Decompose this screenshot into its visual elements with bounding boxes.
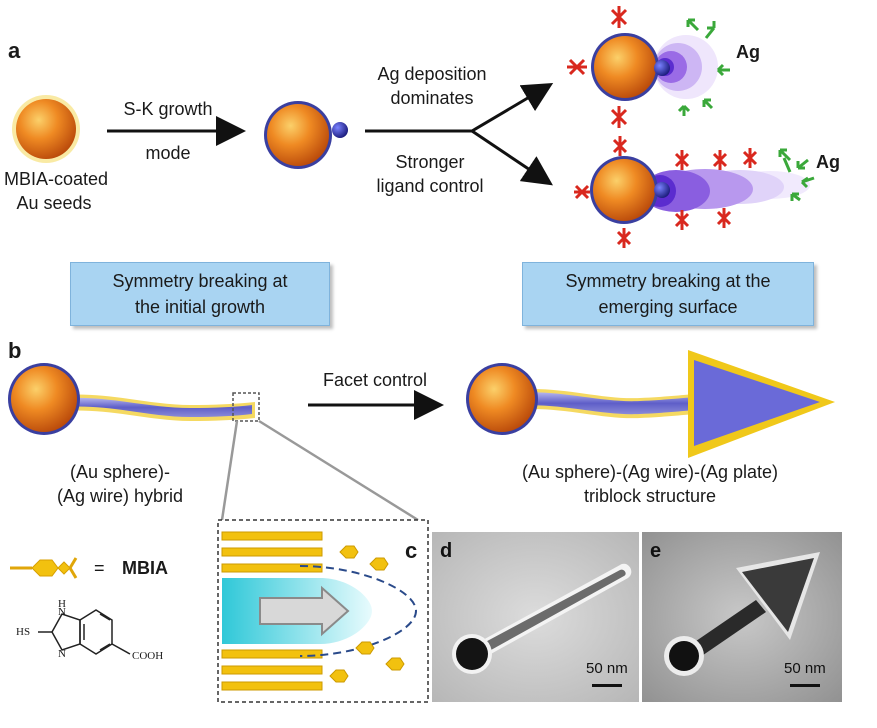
mbia-chemical-structure	[38, 609, 131, 655]
panel-label-c: c	[405, 538, 418, 563]
triblock-label: (Au sphere)-(Ag wire)-(Ag plate) tribloc…	[470, 460, 830, 508]
hybrid-label-line1: (Au sphere)-	[69, 462, 171, 482]
ag-deposition-particle	[591, 33, 718, 101]
panel-label-e: e	[650, 540, 662, 562]
upper-branch-label: Ag deposition dominates	[362, 62, 502, 110]
seed-label-line1: MBIA-coated	[4, 169, 109, 189]
triblock-structure	[466, 350, 835, 458]
scale-bar-e	[790, 684, 820, 687]
triblock-label-line2: triblock structure	[583, 486, 717, 506]
au-seed-particle	[12, 95, 80, 163]
lower-branch-line2: ligand control	[376, 176, 484, 196]
facet-control-label: Facet control	[322, 370, 428, 390]
scale-label-d: 50 nm	[586, 660, 628, 677]
chem-cooh: COOH	[132, 650, 164, 662]
ligand-controlled-particle	[590, 156, 810, 224]
box-left-line2: the initial growth	[134, 297, 266, 317]
triblock-label-line1: (Au sphere)-(Ag wire)-(Ag plate)	[521, 462, 779, 482]
box-right-line1: Symmetry breaking at the	[565, 271, 771, 291]
legend-mbia-name: MBIA	[122, 558, 168, 578]
scale-bar-d	[592, 684, 622, 687]
lower-branch-label: Stronger ligand control	[360, 150, 500, 198]
ag-label-upper: Ag	[736, 42, 760, 62]
panel-label-d: d	[440, 540, 453, 562]
box-left-line1: Symmetry breaking at	[112, 271, 288, 291]
legend-equals: =	[94, 558, 105, 578]
seed-label-line2: Au seeds	[16, 193, 92, 213]
chem-n1: N	[58, 606, 66, 618]
label-box-emerging-surface: Symmetry breaking at the emerging surfac…	[522, 262, 814, 326]
mbia-ligand-icon	[10, 557, 78, 579]
sk-growth-label-bottom: mode	[145, 143, 191, 163]
box-right-line2: emerging surface	[598, 297, 738, 317]
branch-arrows	[365, 82, 554, 186]
ligand-markers-lower	[574, 136, 758, 248]
upper-branch-line2: dominates	[390, 88, 474, 108]
scale-label-e: 50 nm	[784, 660, 826, 677]
ligand-binding-schematic	[217, 519, 429, 703]
lower-branch-line1: Stronger	[395, 152, 465, 172]
panel-label-a: a	[8, 38, 21, 63]
label-box-initial-growth: Symmetry breaking at the initial growth	[70, 262, 330, 326]
chem-h: H	[58, 598, 66, 610]
seed-label: MBIA-coated Au seeds	[4, 167, 109, 215]
tem-image-e	[642, 532, 842, 702]
zoom-lines	[220, 419, 419, 522]
ag-flux-arrows-lower	[778, 148, 815, 202]
ag-flux-arrows-upper	[677, 18, 730, 116]
seed-with-ag-nucleus	[264, 101, 348, 169]
hybrid-label: (Au sphere)- (Ag wire) hybrid	[20, 460, 220, 508]
au-sphere-ag-wire-hybrid	[8, 363, 255, 435]
hybrid-label-line2: (Ag wire) hybrid	[56, 486, 184, 506]
ag-label-lower: Ag	[816, 152, 840, 172]
sk-growth-label-top: S-K growth	[123, 99, 213, 119]
chem-n2: N	[58, 648, 66, 660]
zoom-region-box	[232, 392, 260, 422]
upper-branch-line1: Ag deposition	[377, 64, 487, 84]
chem-hs: HS	[16, 626, 31, 638]
ligand-markers-upper	[567, 6, 628, 128]
tem-image-d	[432, 532, 639, 702]
panel-label-b: b	[8, 338, 22, 363]
